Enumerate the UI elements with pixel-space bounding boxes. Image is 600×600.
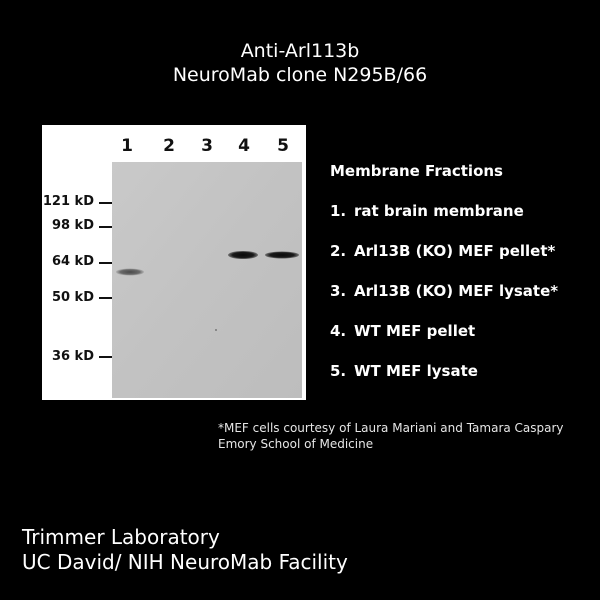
credit-facility-name: UC David/ NIH NeuroMab Facility	[22, 550, 348, 574]
figure-title-line-1: Anti-Arl113b	[240, 40, 360, 62]
lane-number-3: 3	[201, 136, 213, 156]
legend-item: 3. Arl13B (KO) MEF lysate*	[330, 282, 558, 300]
band-lane-4	[228, 251, 258, 259]
lane-number-2: 2	[163, 136, 175, 156]
marker-label-50: 50 kD	[51, 290, 94, 305]
legend-item: 5. WT MEF lysate	[330, 362, 478, 380]
legend-item: 1. rat brain membrane	[330, 202, 524, 220]
legend-item-label: WT MEF pellet	[354, 322, 476, 340]
blot-membrane	[112, 162, 302, 398]
legend-item-number: 5.	[330, 362, 347, 380]
marker-label-36: 36 kD	[51, 349, 94, 364]
western-blot-panel	[42, 125, 306, 400]
lane-number-4: 4	[238, 136, 250, 156]
legend-item: 2. Arl13B (KO) MEF pellet*	[330, 242, 555, 260]
legend-title: Membrane Fractions	[330, 162, 503, 180]
legend-item-number: 3.	[330, 282, 347, 300]
legend-item-label: WT MEF lysate	[354, 362, 478, 380]
legend-item-label: Arl13B (KO) MEF pellet*	[354, 242, 556, 260]
legend-item: 4. WT MEF pellet	[330, 322, 475, 340]
legend-item-label: rat brain membrane	[354, 202, 524, 220]
figure-title-line-2: NeuroMab clone N295B/66	[172, 64, 428, 86]
footnote-line-2: Emory School of Medicine	[218, 437, 374, 451]
band-lane-1	[116, 268, 144, 276]
marker-label-98: 98 kD	[51, 218, 94, 233]
legend-item-label: Arl13B (KO) MEF lysate*	[354, 282, 559, 300]
blot-speck	[215, 329, 217, 331]
lane-number-1: 1	[121, 136, 133, 156]
legend-item-number: 1.	[330, 202, 347, 220]
lane-number-5: 5	[277, 136, 289, 156]
western-blot-image	[99, 162, 302, 398]
credit-lab-name: Trimmer Laboratory	[22, 525, 220, 549]
band-lane-5	[265, 251, 299, 259]
legend-item-number: 4.	[330, 322, 347, 340]
footnote-line-1: *MEF cells courtesy of Laura Mariani and…	[218, 421, 564, 435]
marker-label-121: 121 kD	[42, 194, 94, 209]
legend-item-number: 2.	[330, 242, 347, 260]
marker-label-64: 64 kD	[51, 254, 94, 269]
